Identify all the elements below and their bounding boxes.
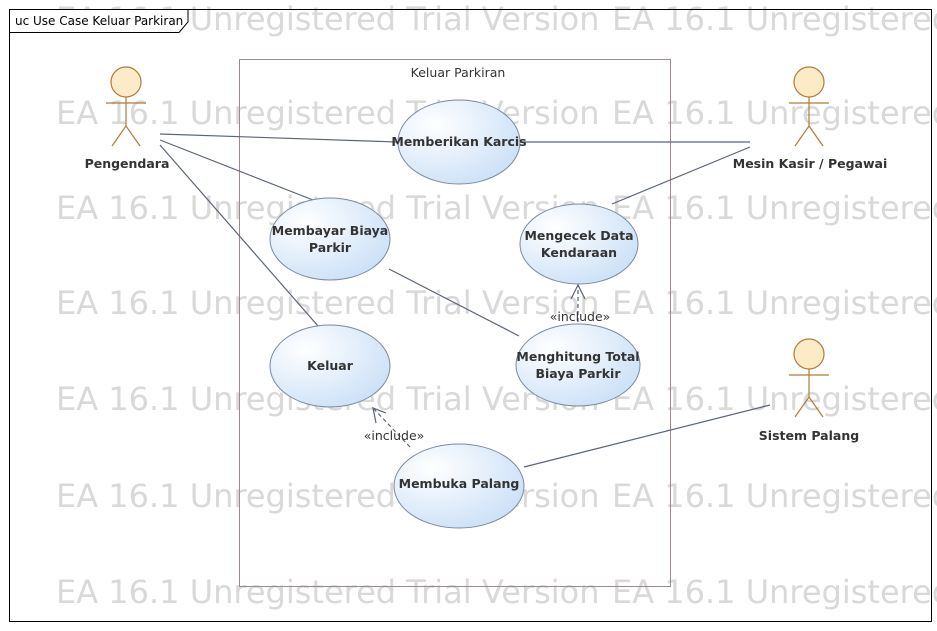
use-case-ellipse	[393, 443, 525, 529]
assoc-pengendara-membayar-biaya	[159, 139, 314, 201]
actor-leg-icon	[794, 125, 810, 147]
actor-label: Sistem Palang	[759, 428, 859, 443]
use-case-membayar-biaya-parkir[interactable]: Membayar Biaya Parkir	[269, 197, 391, 281]
actor-head-icon	[110, 66, 142, 98]
actor-leg-icon	[808, 396, 824, 418]
use-case-keluar[interactable]: Keluar	[269, 324, 391, 408]
system-boundary	[239, 59, 671, 587]
actor-leg-icon	[808, 125, 824, 147]
assoc-membayar-biaya-menghitung-total	[388, 268, 520, 337]
use-case-label: Mengecek Data	[524, 228, 633, 243]
watermark-text: EA 16.1 Unregistered Trial Version	[56, 94, 600, 132]
actor-head-icon	[793, 338, 825, 370]
frame-tab	[9, 9, 189, 33]
use-case-menghitung-total-biaya-parkir[interactable]: Menghitung Total Biaya Parkir	[515, 323, 641, 407]
watermark-text: EA 16.1 Unregistered Trial Version	[612, 0, 937, 38]
watermark-text: EA 16.1 Unregistered Trial Version	[612, 94, 937, 132]
actor-head-icon	[793, 66, 825, 98]
actor-leg-icon	[125, 125, 141, 147]
watermark-text: EA 16.1 Unregistered Trial Version	[612, 573, 937, 611]
use-case-ellipse	[397, 99, 521, 185]
use-case-ellipse	[515, 323, 641, 407]
actor-leg-icon	[794, 396, 810, 418]
actor-label: Mesin Kasir / Pegawai	[733, 156, 887, 171]
diagram-frame	[9, 9, 932, 622]
watermark-text: EA 16.1 Unregistered Trial Version	[56, 573, 600, 611]
use-case-label: Kendaraan	[541, 245, 617, 260]
use-case-label: Parkir	[309, 240, 352, 255]
use-case-label: Biaya Parkir	[536, 366, 622, 381]
use-case-label: Membuka Palang	[399, 476, 520, 491]
use-case-mengecek-data-kendaraan[interactable]: Mengecek Data Kendaraan	[519, 203, 639, 285]
include-arrowhead-icon	[570, 283, 586, 300]
use-case-label: Menghitung Total	[516, 349, 639, 364]
use-case-label: Memberikan Karcis	[391, 134, 526, 149]
use-case-ellipse	[269, 197, 391, 281]
use-case-label: Membayar Biaya	[272, 223, 389, 238]
watermark-text: EA 16.1 Unregistered Trial Version	[612, 380, 937, 418]
assoc-membuka-palang-sistem-palang	[523, 404, 771, 468]
association-lines	[159, 133, 771, 468]
include-arrowhead-icon	[372, 407, 387, 424]
use-case-memberikan-karcis[interactable]: Memberikan Karcis	[391, 99, 527, 185]
assoc-pengendara-keluar	[159, 144, 319, 327]
actor-leg-icon	[111, 125, 127, 147]
actor-label: Pengendara	[85, 156, 170, 171]
assoc-mengecek-data-mesin-kasir	[611, 146, 751, 205]
include-line-membuka-to-keluar	[372, 407, 411, 448]
actor-mesin-kasir-pegawai[interactable]	[789, 66, 829, 147]
system-boundary-title: Keluar Parkiran	[411, 65, 506, 80]
include-label: «include»	[364, 428, 425, 443]
use-case-ellipse	[269, 324, 391, 408]
actor-pengendara[interactable]	[106, 66, 146, 147]
use-case-label: Keluar	[307, 358, 354, 373]
watermark-text: EA 16.1 Unregistered Trial Version	[56, 284, 600, 322]
use-case-ellipse	[519, 203, 639, 285]
watermark-text: EA 16.1 Unregistered Trial Version	[612, 189, 937, 227]
assoc-pengendara-memberikan-karcis	[159, 133, 398, 143]
frame-label: uc Use Case Keluar Parkiran	[15, 14, 183, 28]
include-label: «include»	[550, 309, 611, 324]
watermark-text: EA 16.1 Unregistered Trial Version	[612, 284, 937, 322]
watermark-text: EA 16.1 Unregistered Trial Version	[612, 477, 937, 515]
actor-sistem-palang[interactable]	[789, 338, 829, 418]
use-case-membuka-palang[interactable]: Membuka Palang	[393, 443, 525, 529]
